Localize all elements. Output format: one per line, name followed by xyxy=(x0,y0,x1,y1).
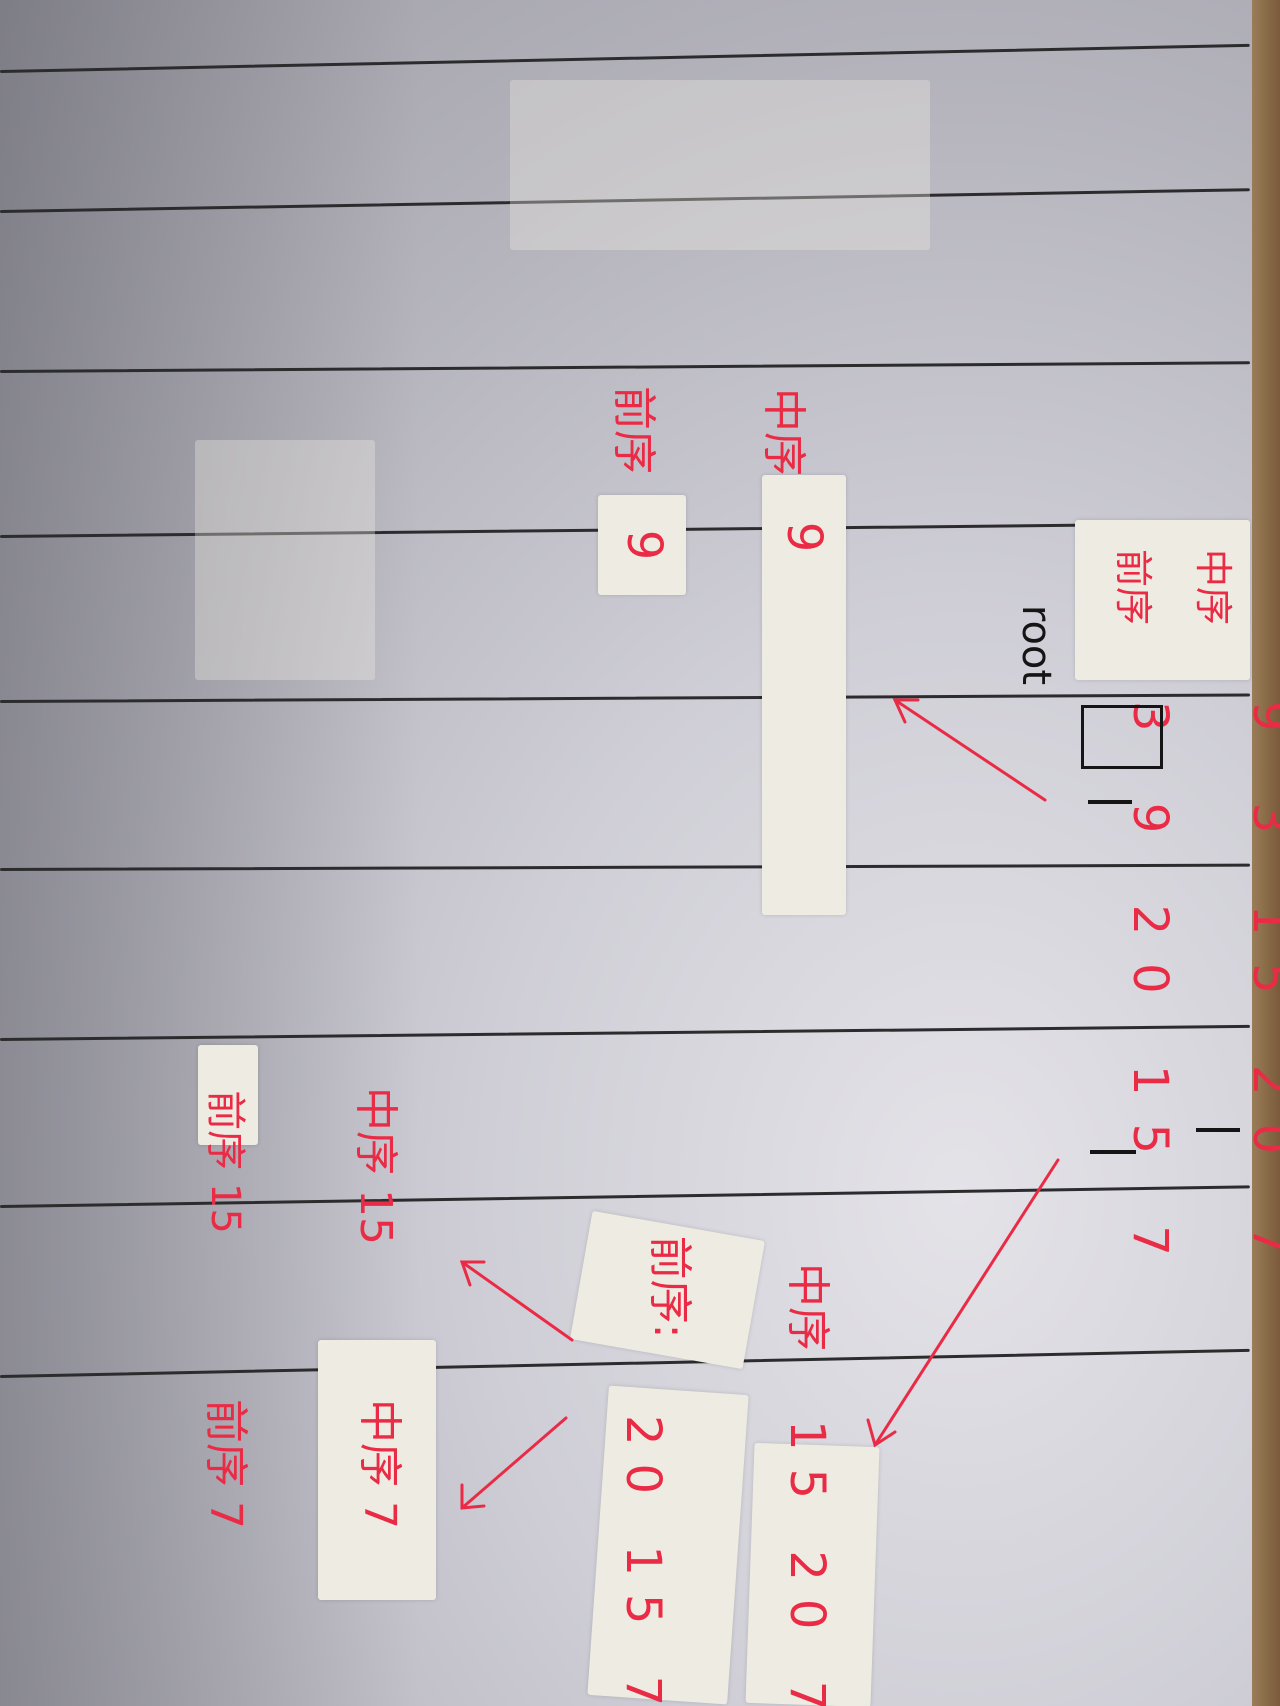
right-right-pre: 前序 7 xyxy=(199,1389,251,1539)
right-in-label: 中序 xyxy=(782,1263,833,1351)
root-label: root xyxy=(1013,604,1059,686)
root-in-header: 中序 xyxy=(1191,548,1235,625)
root-in-sequence: 9 3 15 20 7 xyxy=(1242,701,1280,1284)
tape-right-left-pre xyxy=(198,1045,258,1145)
root-box-mark xyxy=(1081,705,1163,769)
arrow-root-to-left xyxy=(892,698,1047,802)
left-pre-value: 9 xyxy=(616,529,672,561)
tape-root-header xyxy=(1075,520,1250,680)
tape-residue xyxy=(195,440,375,680)
root-underline-mark xyxy=(1088,800,1132,804)
root-underline-mark xyxy=(1090,1150,1136,1154)
right-right-pre-label: 前序 xyxy=(200,1399,251,1487)
arrow-right-to-left-child xyxy=(459,1260,574,1342)
arrow-right-to-right-child xyxy=(460,1416,568,1510)
page-edge xyxy=(1252,0,1280,1706)
root-underline-mark xyxy=(1196,1128,1240,1132)
root-pre-header: 前序 xyxy=(1111,548,1155,625)
left-in-value: 9 xyxy=(776,521,832,553)
root-pre-sequence: 3 9 20 15 7 xyxy=(1122,701,1178,1284)
right-right-in-label: 中序 xyxy=(354,1399,405,1487)
left-in-label: 中序 xyxy=(758,388,809,476)
right-left-pre-value: 15 xyxy=(202,1182,248,1234)
tape-residue xyxy=(510,80,930,250)
right-pre-value: 20 15 7 xyxy=(615,1415,671,1706)
tape-right-right-in xyxy=(318,1340,436,1600)
tape-left-pre xyxy=(598,495,686,595)
arrow-root-to-right xyxy=(866,1158,1060,1448)
left-pre-label: 前序 xyxy=(608,386,659,474)
right-left-pre-label: 前序 xyxy=(202,1090,248,1171)
right-left-in: 中序 15 xyxy=(350,1087,401,1245)
right-left-in-label: 中序 xyxy=(350,1087,401,1175)
right-right-in-value: 7 xyxy=(354,1501,405,1529)
right-left-pre: 前序 15 xyxy=(201,1087,248,1237)
right-pre-label: 前序: xyxy=(644,1235,695,1339)
right-right-pre-value: 7 xyxy=(200,1501,251,1529)
right-in-value: 15 20 7 xyxy=(779,1420,835,1706)
tape-left-in xyxy=(762,475,846,915)
right-left-in-value: 15 xyxy=(350,1189,401,1245)
right-right-in: 中序 7 xyxy=(353,1389,405,1539)
